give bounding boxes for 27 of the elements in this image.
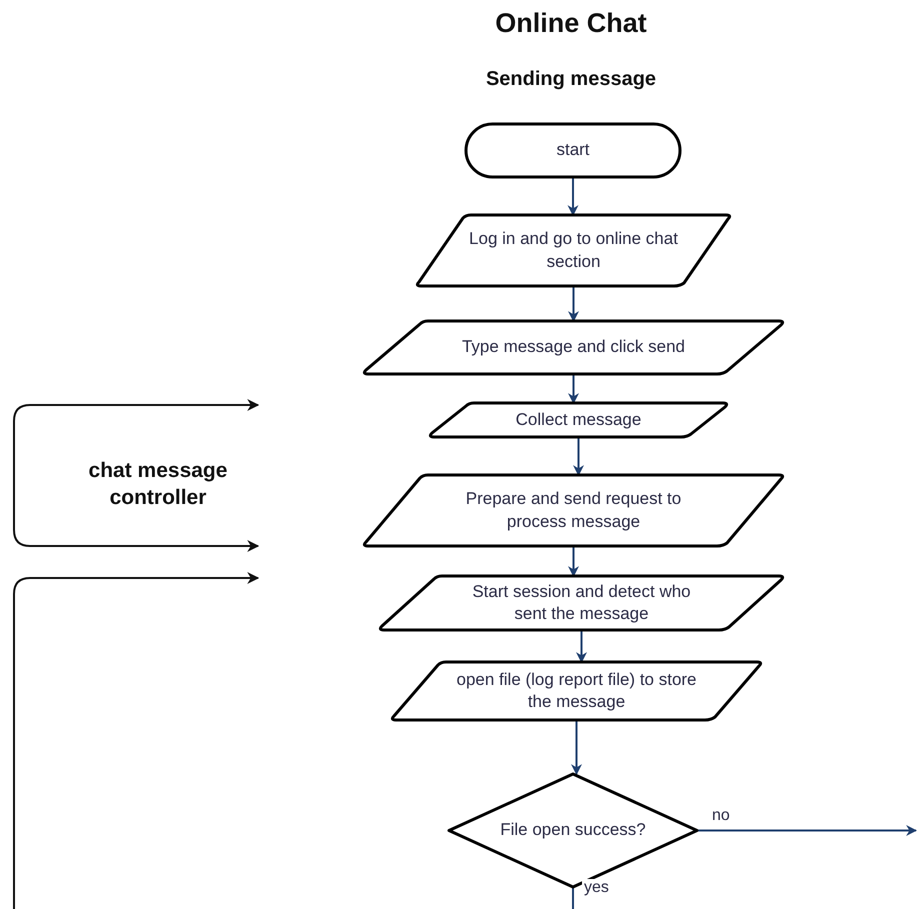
data-parallelogram bbox=[415, 215, 732, 286]
data-parallelogram bbox=[378, 576, 785, 630]
node-text: Type message and click send bbox=[462, 336, 685, 358]
arrow bbox=[568, 286, 579, 322]
node-text: Collect message bbox=[516, 408, 642, 431]
data-parallelogram bbox=[362, 321, 785, 374]
data-parallelogram bbox=[390, 662, 763, 720]
arrow bbox=[573, 437, 584, 476]
node-text: Start session and detect who sent the message bbox=[471, 580, 692, 625]
arrow bbox=[571, 720, 582, 776]
arrow bbox=[576, 630, 587, 664]
node-text: File open success? bbox=[500, 819, 646, 842]
diagram-title: Online Chat bbox=[494, 8, 648, 39]
arrow bbox=[568, 374, 579, 404]
data-parallelogram bbox=[428, 403, 729, 437]
arrow bbox=[697, 825, 918, 836]
data-parallelogram bbox=[362, 475, 785, 546]
node-text: open file (log report file) to store the message bbox=[456, 668, 696, 713]
subtitle: Sending message bbox=[484, 68, 658, 91]
controller-label: chat message controller bbox=[88, 458, 228, 512]
arrow bbox=[568, 177, 578, 216]
node-text: Prepare and send request to process message bbox=[464, 488, 682, 532]
node-text: start bbox=[556, 139, 590, 162]
arrow bbox=[568, 546, 579, 578]
node-text: Log in and go to online chat section bbox=[468, 228, 679, 272]
edge-label: yes bbox=[582, 879, 611, 897]
connector-line bbox=[572, 887, 574, 909]
